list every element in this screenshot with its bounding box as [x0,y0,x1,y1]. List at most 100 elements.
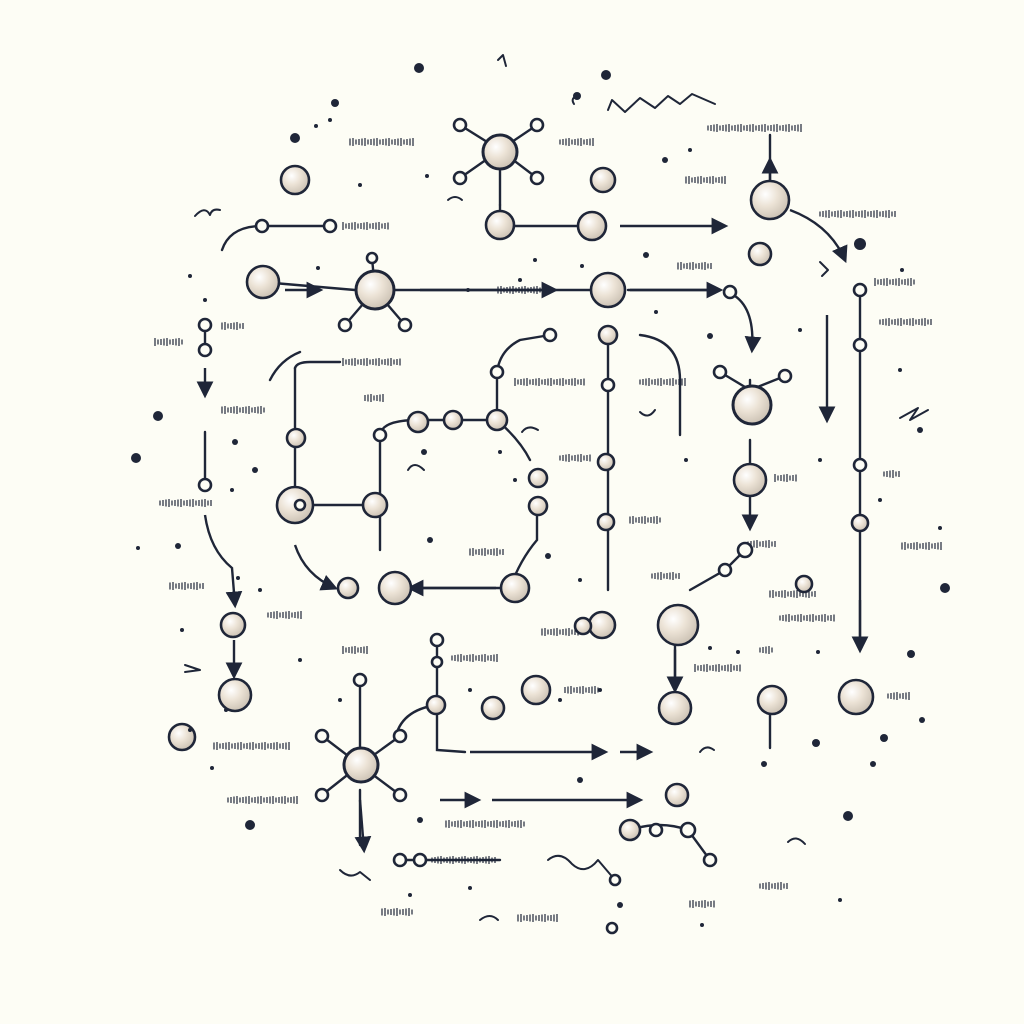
pearl-node-icon [656,603,700,647]
dot-icon [684,458,688,462]
connector-line [688,548,747,592]
dot-icon [761,761,767,767]
dot-layer [131,63,950,927]
pearl-node-icon [794,574,814,594]
dot-icon [940,583,950,593]
ring-node-icon [452,170,468,186]
barcode-text-icon [689,900,715,908]
ring-node-icon [712,364,728,380]
barcode-text-icon [349,138,414,146]
pearl-node-icon [245,264,281,300]
pearl-node-icon [576,210,608,242]
dot-icon [688,148,692,152]
node-layer [167,117,875,935]
barcode-text-icon [707,124,802,132]
pearl-node-icon [167,722,197,752]
barcode-text-icon [651,572,680,580]
pearl-node-icon [361,491,389,519]
barcode-text-icon [819,210,896,218]
dot-icon [578,578,582,582]
dot-icon [203,298,207,302]
barcode-text-icon [342,222,389,230]
dot-icon [798,328,802,332]
dot-icon [545,553,551,559]
barcode-text-icon [154,338,183,346]
dot-icon [153,411,163,421]
barcode-text-icon [431,856,496,864]
barcode-text-icon [213,742,290,750]
barcode-text-icon [159,499,212,507]
barcode-text-icon [685,176,726,184]
squiggle-icon [194,208,221,217]
pearl-node-icon [850,513,870,533]
ring-node-icon [412,852,428,868]
pearl-node-icon [480,695,506,721]
pearl-node-icon [377,570,413,606]
dot-icon [900,268,904,272]
pearl-node-icon [756,684,788,716]
pearl-node-icon [573,616,593,636]
dot-icon [224,708,228,712]
dot-icon [232,439,238,445]
dot-icon [577,777,583,783]
barcode-text-icon [445,820,525,828]
dot-icon [421,449,427,455]
barcode-text-icon [629,516,661,524]
barcode-text-icon [559,454,591,462]
ring-node-icon [254,218,270,234]
dot-icon [331,99,339,107]
pearl-node-icon [442,409,464,431]
dot-icon [245,820,255,830]
ring-node-icon [452,117,468,133]
pearl-node-icon [587,610,617,640]
arrow-connector [734,295,762,354]
ring-node-icon [397,317,413,333]
dot-icon [598,688,602,692]
squiggle-icon [407,464,425,471]
barcode-text-icon [694,664,741,672]
connector-line [495,333,552,422]
dot-icon [417,817,423,823]
pearl-node-icon [749,179,791,221]
pearl-node-icon [589,166,617,194]
barcode-text-icon [564,686,599,694]
ring-node-icon [392,787,408,803]
dot-icon [617,902,623,908]
barcode-text-icon [517,914,558,922]
pearl-node-icon [747,241,773,267]
dot-icon [880,734,888,742]
dot-icon [188,728,192,732]
dot-icon [919,717,925,723]
ring-node-icon [392,728,408,744]
pearl-node-icon [664,782,690,808]
squiggle-icon [479,915,499,921]
dot-icon [468,688,472,692]
squiggle-icon [184,664,201,673]
dot-icon [917,427,923,433]
barcode-text-icon [677,262,712,270]
pearl-node-icon [596,452,616,472]
ring-node-icon [197,342,213,358]
ring-node-icon [197,477,213,493]
dot-icon [533,258,537,262]
text-placeholder-layer [154,124,942,922]
pearl-node-icon [499,572,531,604]
dot-icon [707,333,713,339]
dot-icon [643,252,649,258]
barcode-text-icon [364,394,384,402]
ring-node-icon [852,282,868,298]
pearl-node-icon [657,690,693,726]
ring-node-icon [608,873,622,887]
molecule-hub-icon [342,746,380,784]
arrow-connector [293,544,339,591]
barcode-text-icon [874,278,915,286]
ring-node-icon [529,117,545,133]
pearl-node-icon [618,818,642,842]
barcode-text-icon [469,548,504,556]
dot-icon [838,898,842,902]
pearl-node-icon [597,324,619,346]
ring-node-icon [429,632,445,648]
arrow-connector [354,799,372,854]
barcode-text-icon [267,611,302,619]
